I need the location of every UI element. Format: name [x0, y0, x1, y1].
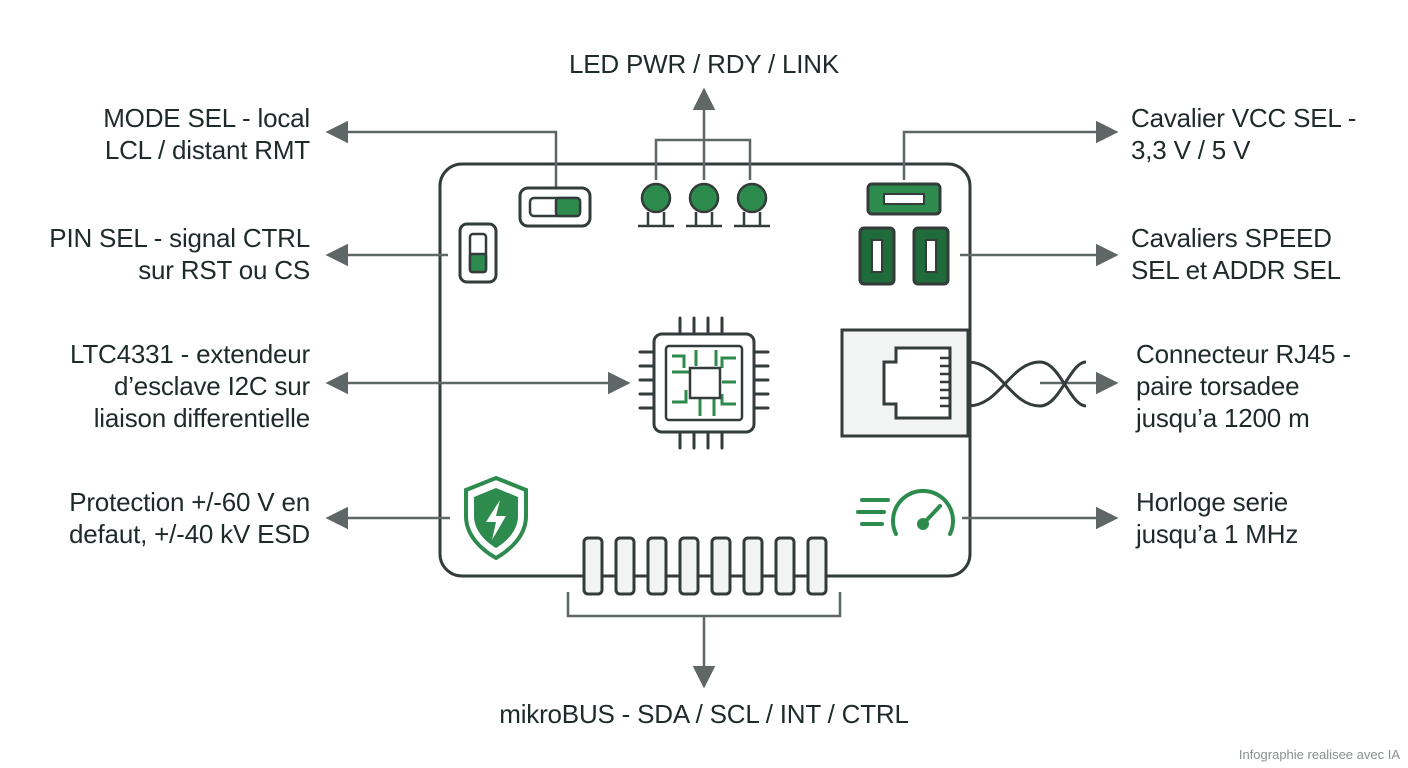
label-speed-addr-line-2: SEL et ADDR SEL — [1131, 255, 1341, 285]
label-chip-line-1: LTC4331 - extendeur — [70, 339, 310, 369]
led-rdy — [686, 182, 722, 228]
mode-switch — [518, 186, 592, 228]
label-chip-line-2: d’esclave I2C sur — [113, 371, 310, 401]
label-vcc-sel-line-1: Cavalier VCC SEL - — [1131, 103, 1357, 133]
speed-jumper — [858, 226, 896, 286]
label-vcc-sel-line-2: 3,3 V / 5 V — [1131, 135, 1251, 165]
label-mode-sel-line-2: LCL / distant RMT — [104, 135, 310, 165]
addr-jumper — [912, 226, 950, 286]
label-mode-sel: MODE SEL - local LCL / distant RMT — [20, 102, 310, 166]
label-vcc-sel: Cavalier VCC SEL - 3,3 V / 5 V — [1131, 102, 1356, 166]
label-pin-sel-line-1: PIN SEL - signal CTRL — [49, 223, 310, 253]
label-clock-line-1: Horloge serie — [1136, 487, 1289, 517]
status-leds — [638, 182, 770, 228]
label-rj45-line-3: jusqu’a 1200 m — [1136, 403, 1310, 433]
chip-icon — [638, 316, 770, 450]
callout-lines — [325, 92, 1119, 684]
label-rj45-line-1: Connecteur RJ45 - — [1136, 339, 1351, 369]
label-mikrobus: mikroBUS - SDA / SCL / INT / CTRL — [404, 698, 1004, 730]
label-speed-addr: Cavaliers SPEED SEL et ADDR SEL — [1131, 222, 1341, 286]
label-protection: Protection +/-60 V en defaut, +/-40 kV E… — [10, 486, 310, 550]
label-mikrobus-line-1: mikroBUS - SDA / SCL / INT / CTRL — [499, 699, 909, 729]
label-rj45-line-2: paire torsadee — [1136, 371, 1300, 401]
pin-sel-switch — [458, 222, 498, 284]
label-leds-line-1: LED PWR / RDY / LINK — [568, 49, 840, 79]
label-rj45: Connecteur RJ45 - paire torsadee jusqu’a… — [1136, 338, 1351, 434]
mikrobus-pins — [582, 536, 828, 596]
rj45-port-icon — [840, 328, 970, 438]
speedometer-icon — [856, 489, 955, 536]
label-protection-line-1: Protection +/-60 V en — [69, 487, 310, 517]
label-pin-sel: PIN SEL - signal CTRL sur RST ou CS — [10, 222, 310, 286]
led-pwr — [638, 182, 674, 228]
label-speed-addr-line-1: Cavaliers SPEED — [1131, 223, 1332, 253]
label-clock: Horloge serie jusqu’a 1 MHz — [1136, 486, 1298, 550]
label-chip: LTC4331 - extendeur d’esclave I2C sur li… — [10, 338, 310, 434]
label-leds: LED PWR / RDY / LINK — [504, 48, 904, 80]
vcc-jumper — [866, 182, 942, 216]
label-clock-line-2: jusqu’a 1 MHz — [1136, 519, 1299, 549]
shield-bolt-icon — [464, 475, 528, 561]
credit-text: Infographie realisee avec IA — [1238, 747, 1400, 762]
led-link — [734, 182, 770, 228]
label-chip-line-3: liaison differentielle — [93, 403, 310, 433]
label-protection-line-2: defaut, +/-40 kV ESD — [69, 519, 310, 549]
label-pin-sel-line-2: sur RST ou CS — [138, 255, 310, 285]
label-mode-sel-line-1: MODE SEL - local — [103, 103, 310, 133]
twisted-pair-icon — [967, 360, 1087, 408]
